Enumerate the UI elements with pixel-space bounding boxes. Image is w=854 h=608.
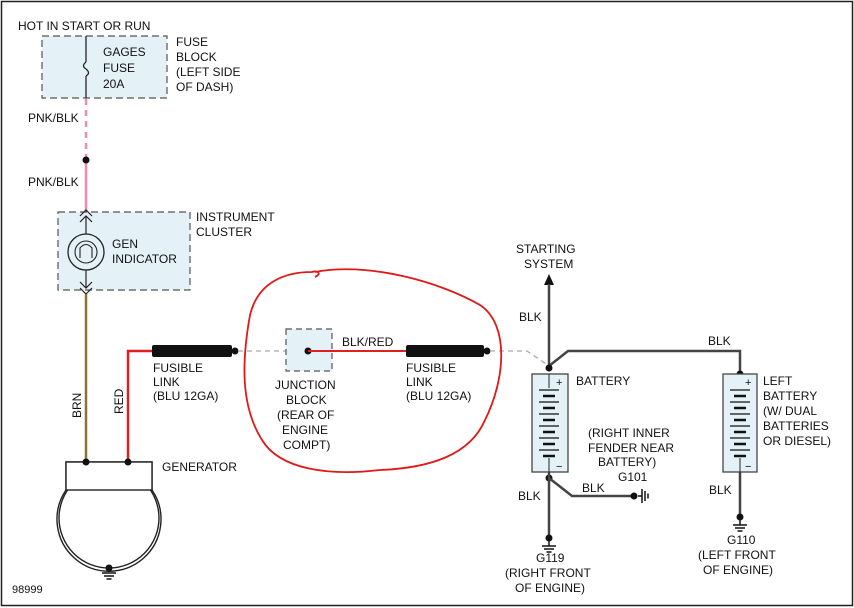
ground-g101-icon [638,489,649,503]
battery-left-cells-icon [730,389,750,458]
fusible-link-left-label-2: LINK [153,375,180,389]
starting-system-label-1: STARTING [516,242,576,256]
fuse-label-3: 20A [103,77,124,91]
fuse-block-box [41,35,168,99]
gen-indicator-label-2: INDICATOR [112,252,177,266]
ground-g119-label-3: OF ENGINE) [515,581,585,595]
fusible-link-left-label-1: FUSIBLE [153,361,203,375]
ground-g110-label-1: G110 [727,533,756,547]
fusible-link-left-end [231,347,239,355]
generator-brn-terminal [82,458,90,466]
battery-left-label-3: (W/ DUAL [763,404,817,418]
fusible-link-left-label-3: (BLU 12GA) [153,389,218,403]
fuse-block-location-2: BLOCK [176,50,217,64]
cluster-connector-bottom [79,281,93,289]
wire-label-blk-red: BLK/RED [342,335,394,349]
wire-label-blk-between: BLK [708,334,731,348]
fusible-link-right-label-3: (BLU 12GA) [406,389,471,403]
power-source-label: HOT IN START OR RUN [18,19,150,33]
fusible-link-right-end [483,347,491,355]
battery-right-label: BATTERY [576,374,630,388]
junction-block-label-2: BLOCK [286,393,327,407]
battery-right-cells-icon [539,389,559,458]
battery-left: + − [722,373,758,473]
fuse-block: GAGES FUSE 20A [41,35,168,99]
generator-red-terminal [124,458,132,466]
fuse-icon [82,61,90,77]
diagram-number: 98999 [12,584,43,596]
generator-top-cover [65,461,153,491]
wire-label-brn: BRN [70,393,84,418]
battery-left-label-4: BATTERIES [763,419,829,433]
red-wire [126,349,154,464]
fusible-link-right-label-1: FUSIBLE [406,361,456,375]
battery-left-minus: − [745,461,751,473]
battery-left-label-2: BATTERY [763,389,817,403]
battery-right: + − [531,373,569,473]
generator-ground-icon [102,572,116,580]
ground-g101-label-3: BATTERY) [598,455,656,469]
ground-g110-label-2: (LEFT FRONT [698,548,776,562]
ground-g119-label-1: G119 [536,551,565,565]
fusible-link-right-label-2: LINK [406,375,433,389]
battery-left-plus: + [745,377,751,389]
wire-label-pnk-blk-upper: PNK/BLK [28,111,79,125]
ground-g119-label-2: (RIGHT FRONT [505,566,591,580]
fusible-link-left [152,345,232,357]
fuse-block-location-3: (LEFT SIDE [176,65,240,79]
battery-right-box [531,373,569,473]
wire-label-blk-left-ground: BLK [709,483,732,497]
wire-label-red: RED [112,388,126,414]
fuse-block-location-1: FUSE [176,35,208,49]
junction-block-label-3: (REAR OF [277,408,334,422]
red-annotation-circle [243,268,503,473]
fuse-label-1: GAGES [103,45,146,59]
ground-g119-connector [545,534,553,542]
instrument-cluster-box [57,211,191,291]
fusible-link-right [406,345,484,357]
battery-left-label-1: LEFT [763,374,793,388]
battery-right-minus: − [556,461,562,473]
ground-g101-label-2: FENDER NEAR [588,441,674,455]
ground-g101-label-4: G101 [618,470,648,484]
junction-block-label-4: ENGINE [282,423,328,437]
ground-g119-icon [542,541,556,553]
ground-g110-icon [733,520,747,532]
ground-g101-label-1: (RIGHT INNER [588,426,670,440]
dashed-wire-right [490,350,550,367]
starting-system-arrow-icon [544,274,554,285]
instrument-cluster: GEN INDICATOR [57,209,191,295]
battery-left-label-5: OR DIESEL) [763,434,831,448]
generator [56,458,162,580]
wire-label-blk-g101: BLK [582,481,605,495]
cluster-connector-top [79,209,93,217]
battery-right-positive-junction [545,364,553,372]
generator-ground-terminal [105,564,113,572]
wire-label-pnk-blk-lower: PNK/BLK [28,175,79,189]
instrument-cluster-label-2: CLUSTER [196,225,252,239]
starting-system-label-2: SYSTEM [524,257,573,271]
fuse-label-2: FUSE [103,61,135,75]
wire-label-blk-right-ground: BLK [518,489,541,503]
junction-block-label-1: JUNCTION [275,378,336,392]
wire-label-blk-top: BLK [519,310,542,324]
pink-wire-connector [82,156,90,164]
instrument-cluster-label-1: INSTRUMENT [196,210,275,224]
gen-indicator-label-1: GEN [112,237,138,251]
ground-g101-connector [630,492,638,500]
junction-block-label-5: COMPT) [283,438,330,452]
battery-left-box [722,373,758,473]
battery-interconnect-wire [547,349,742,378]
gen-indicator-lamp-inner-icon [74,240,98,264]
battery-right-plus: + [556,377,562,389]
generator-label: GENERATOR [162,460,237,474]
ground-g110-label-3: OF ENGINE) [703,563,773,577]
lamp-filament-icon [79,243,93,258]
ground-g110-connector [736,513,744,521]
fuse-block-location-4: OF DASH) [176,80,233,94]
ground-wire-g101 [547,476,634,498]
